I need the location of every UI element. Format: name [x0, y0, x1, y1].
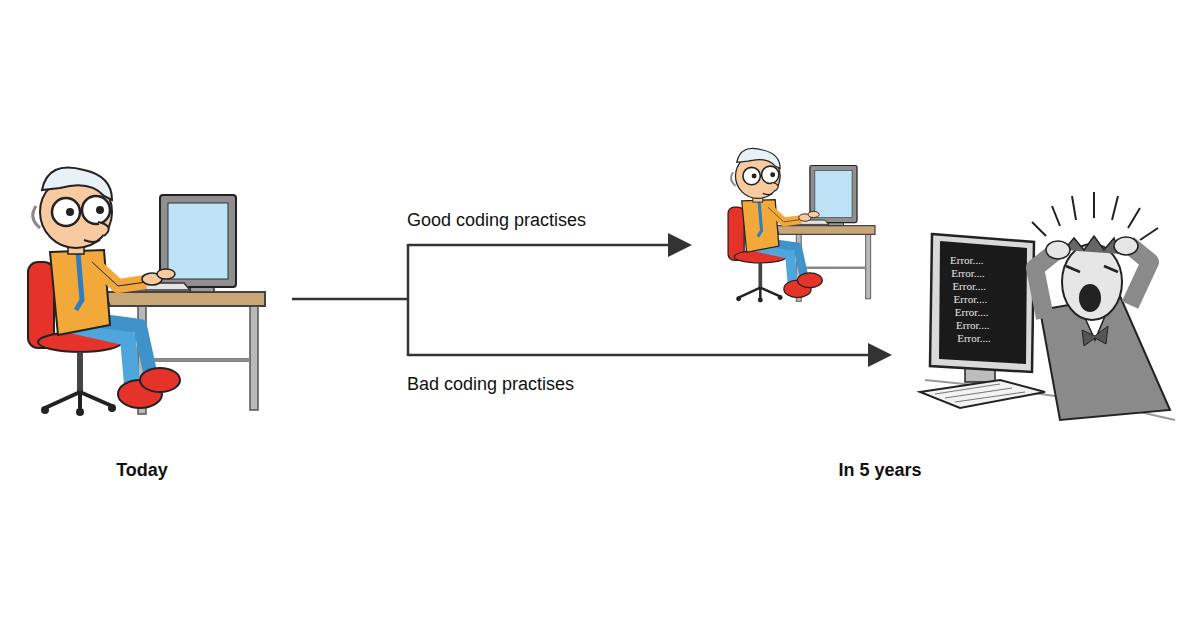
programmer-copy: [728, 148, 875, 302]
stressed-programmer-part: [939, 241, 1027, 364]
branch-label: Good coding practises: [407, 209, 586, 231]
branch-arrows-part: [408, 244, 672, 247]
branch-arrows: [292, 233, 892, 367]
branch-arrows-part: [407, 244, 410, 356]
error-line: Error....: [950, 267, 1024, 280]
time-label: Today: [116, 459, 168, 481]
stressed-programmer-part: [930, 234, 1034, 372]
stressed-programmer-part: [935, 384, 1025, 402]
programmer-today: [28, 168, 265, 417]
programmer-happy: [728, 148, 875, 302]
error-line: Error....: [950, 319, 1024, 332]
branch-arrows-part: [668, 233, 692, 257]
error-line: Error....: [950, 254, 1024, 267]
branch-label: Bad coding practises: [407, 373, 574, 395]
stressed-programmer-part: [1032, 192, 1158, 240]
branch-arrows-part: [408, 354, 872, 357]
stressed-programmer-part: [1114, 237, 1138, 255]
stressed-programmer-part: [1082, 326, 1108, 346]
stressed-programmer-part: [920, 380, 1045, 408]
error-line: Error....: [950, 332, 1024, 345]
stressed-programmer-part: [1079, 284, 1101, 312]
branch-arrows-part: [292, 298, 408, 301]
stressed-programmer-part: [1062, 244, 1122, 320]
stressed-programmer: [920, 192, 1175, 420]
branch-arrows-part: [868, 343, 892, 367]
stressed-programmer-part: [1046, 241, 1070, 259]
error-line: Error....: [950, 293, 1024, 306]
error-line: Error....: [950, 280, 1024, 293]
time-label: In 5 years: [838, 459, 921, 481]
stressed-programmer-part: [1066, 266, 1118, 272]
error-screen: Error....Error....Error....Error....Erro…: [944, 252, 1024, 345]
error-line: Error....: [950, 306, 1024, 319]
stressed-programmer-part: [1064, 236, 1120, 254]
